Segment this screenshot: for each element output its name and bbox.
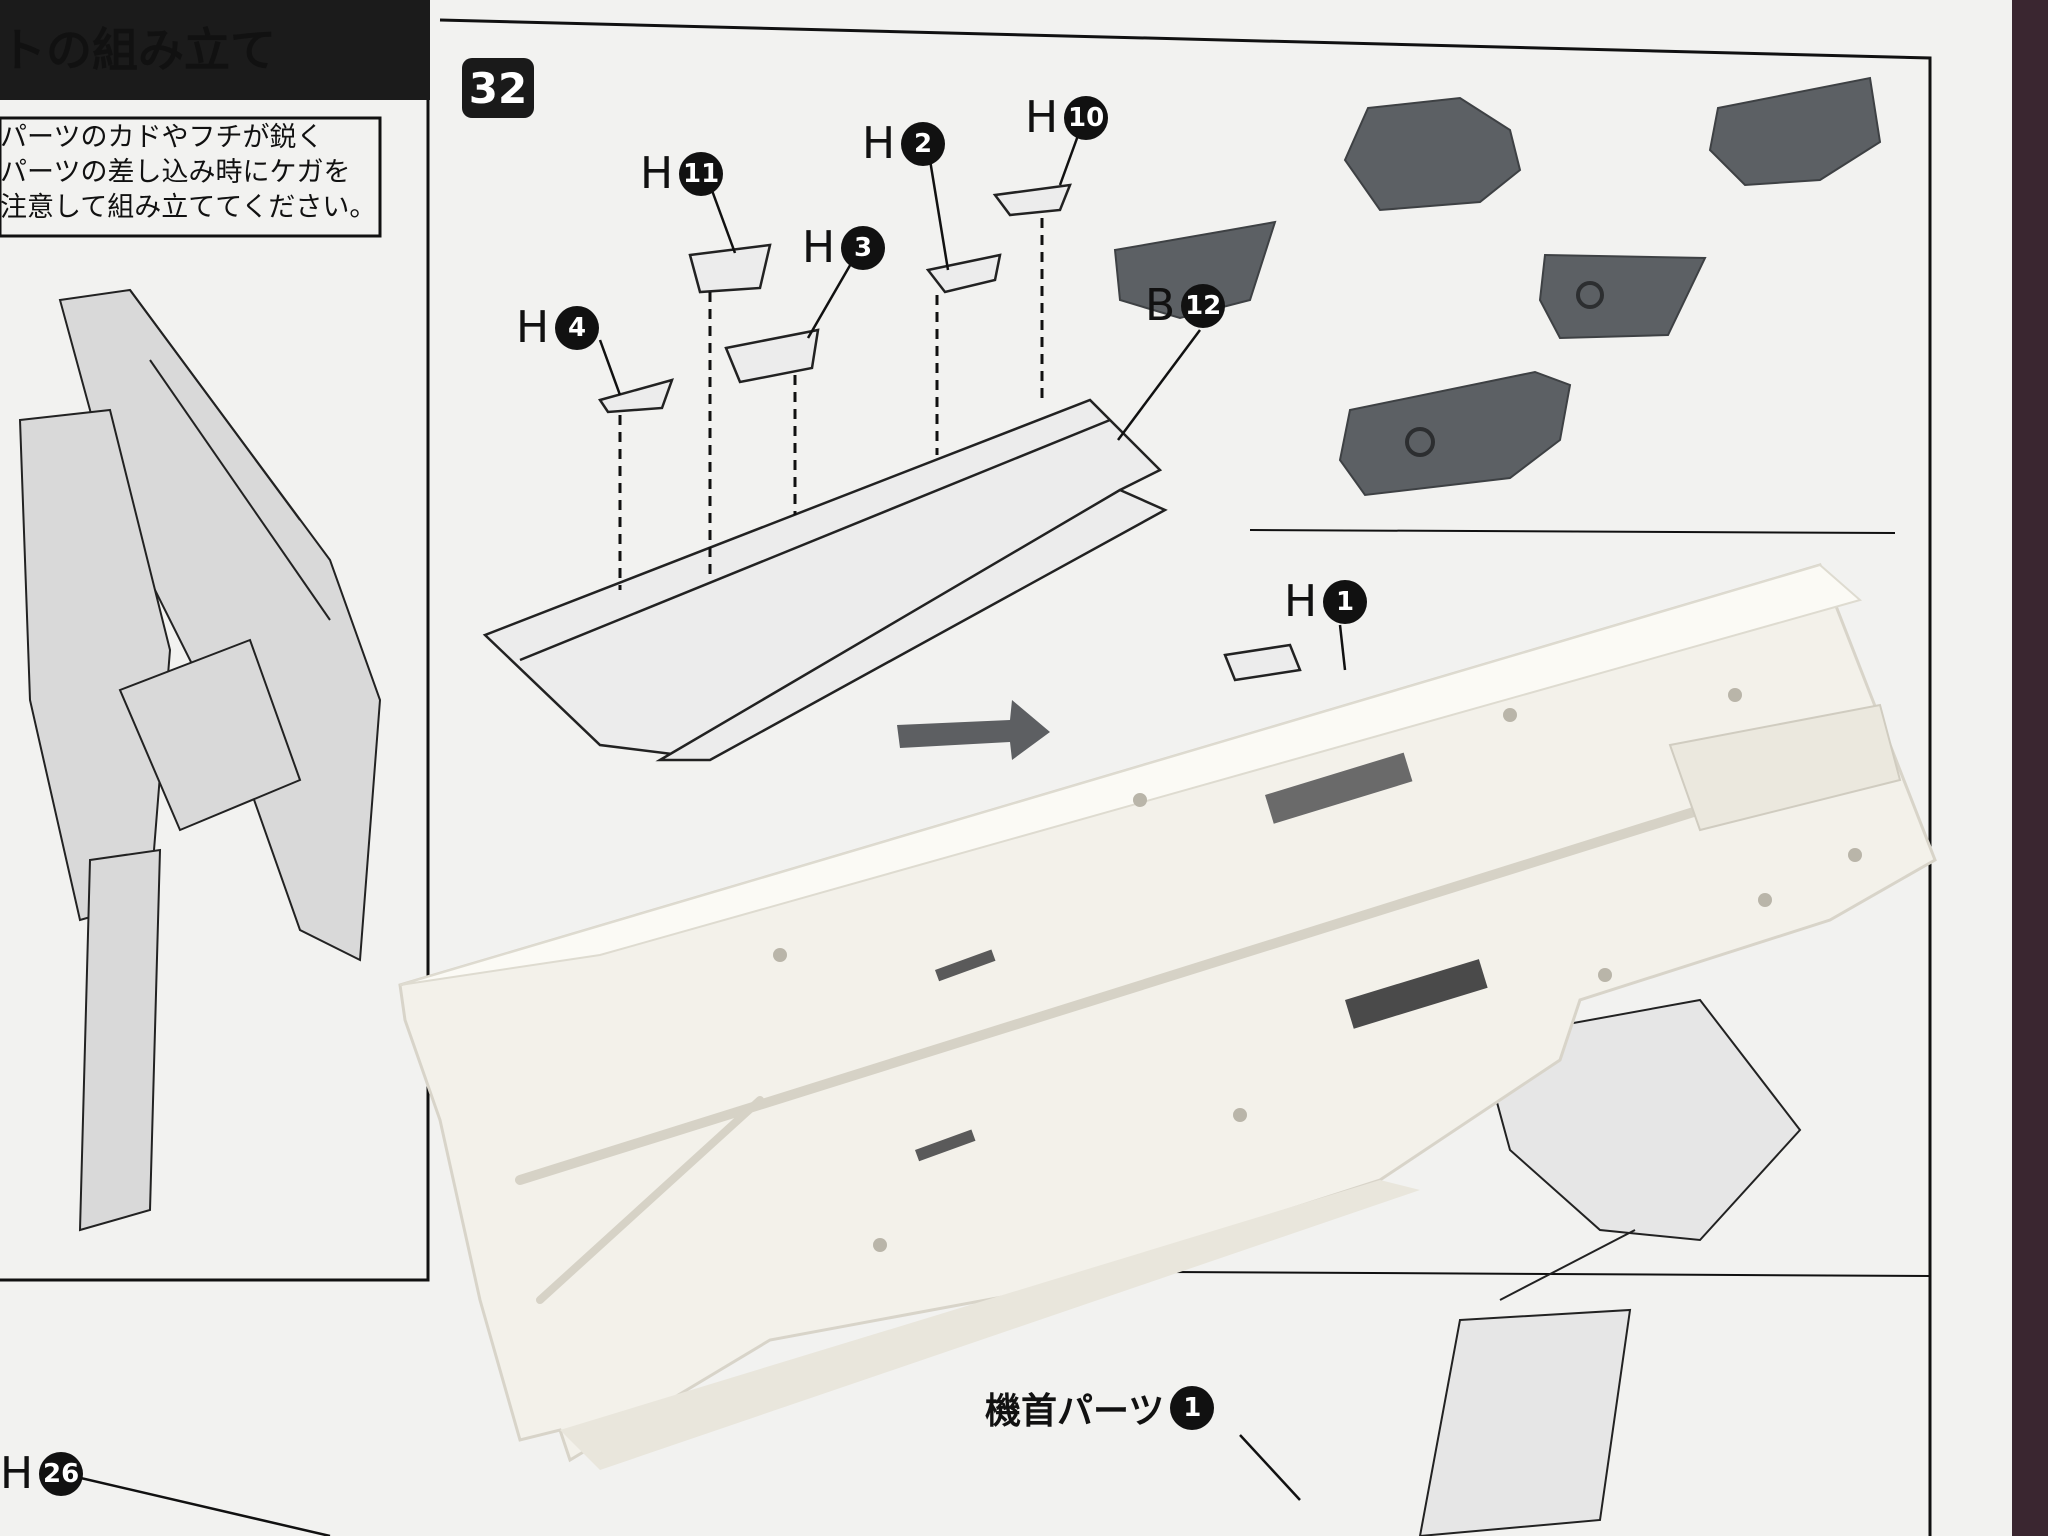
label-h4-num: 4 bbox=[555, 305, 600, 350]
white-plastic-part bbox=[398, 563, 1937, 1470]
nose-parts-label: 機首パーツ 1 bbox=[985, 1382, 1215, 1434]
header-band bbox=[0, 0, 430, 100]
desk-edge bbox=[2010, 0, 2048, 1536]
caution-line-1: パーツのカドやフチが鋭く bbox=[0, 122, 324, 153]
label-h2-num: 2 bbox=[901, 121, 946, 166]
label-b12-letter: B bbox=[1145, 280, 1176, 331]
label-h10: H 10 bbox=[1025, 92, 1109, 143]
caution-text: パーツのカドやフチが鋭く パーツの差し込み時にケガを 注意して組み立ててください… bbox=[0, 120, 376, 225]
label-h1: H 1 bbox=[1284, 576, 1368, 627]
nose-parts-num: 1 bbox=[1170, 1386, 1215, 1430]
label-h3-num: 3 bbox=[841, 225, 886, 270]
label-b12: B 12 bbox=[1145, 280, 1226, 331]
caution-line-3: 注意して組み立ててください。 bbox=[0, 192, 377, 223]
label-h11-num: 11 bbox=[679, 151, 724, 196]
label-h10-letter: H bbox=[1025, 92, 1059, 143]
label-h3-letter: H bbox=[802, 222, 836, 273]
caution-box bbox=[0, 116, 382, 238]
section-title: トの組み立て bbox=[0, 23, 276, 77]
label-h4-letter: H bbox=[516, 302, 550, 353]
label-h2: H 2 bbox=[862, 118, 946, 169]
label-h26-num: 26 bbox=[39, 1451, 84, 1496]
gray-part-3 bbox=[1113, 220, 1277, 320]
lower-drawing bbox=[1418, 998, 1802, 1536]
gray-part-2 bbox=[1708, 76, 1882, 187]
caution-line-2: パーツの差し込み時にケガを bbox=[0, 157, 351, 188]
mecha-drawing bbox=[18, 288, 382, 1232]
step-number-badge: 32 bbox=[462, 58, 534, 118]
leader-lines bbox=[54, 129, 1347, 1536]
panel-border-left bbox=[0, 100, 430, 1282]
label-h10-num: 10 bbox=[1064, 95, 1109, 140]
label-h26: H 26 bbox=[0, 1448, 84, 1499]
label-h1-num: 1 bbox=[1323, 579, 1368, 624]
divider-line bbox=[1249, 529, 1896, 534]
label-h4: H 4 bbox=[516, 302, 600, 353]
direction-arrow bbox=[897, 700, 1050, 760]
label-h11: H 11 bbox=[640, 148, 724, 199]
label-b12-num: 12 bbox=[1181, 283, 1226, 328]
nose-parts-text: 機首パーツ bbox=[985, 1391, 1165, 1432]
step-drawing bbox=[482, 183, 1302, 762]
gray-part-1 bbox=[1343, 96, 1522, 212]
panel-border-step bbox=[439, 18, 1932, 1536]
label-h3: H 3 bbox=[802, 222, 886, 273]
label-h26-letter: H bbox=[0, 1448, 34, 1499]
gray-parts bbox=[1113, 76, 1882, 497]
label-h2-letter: H bbox=[862, 118, 896, 169]
label-h11-letter: H bbox=[640, 148, 674, 199]
gray-part-4 bbox=[1538, 253, 1707, 340]
label-h1-letter: H bbox=[1284, 576, 1318, 627]
gray-part-5 bbox=[1338, 370, 1572, 497]
